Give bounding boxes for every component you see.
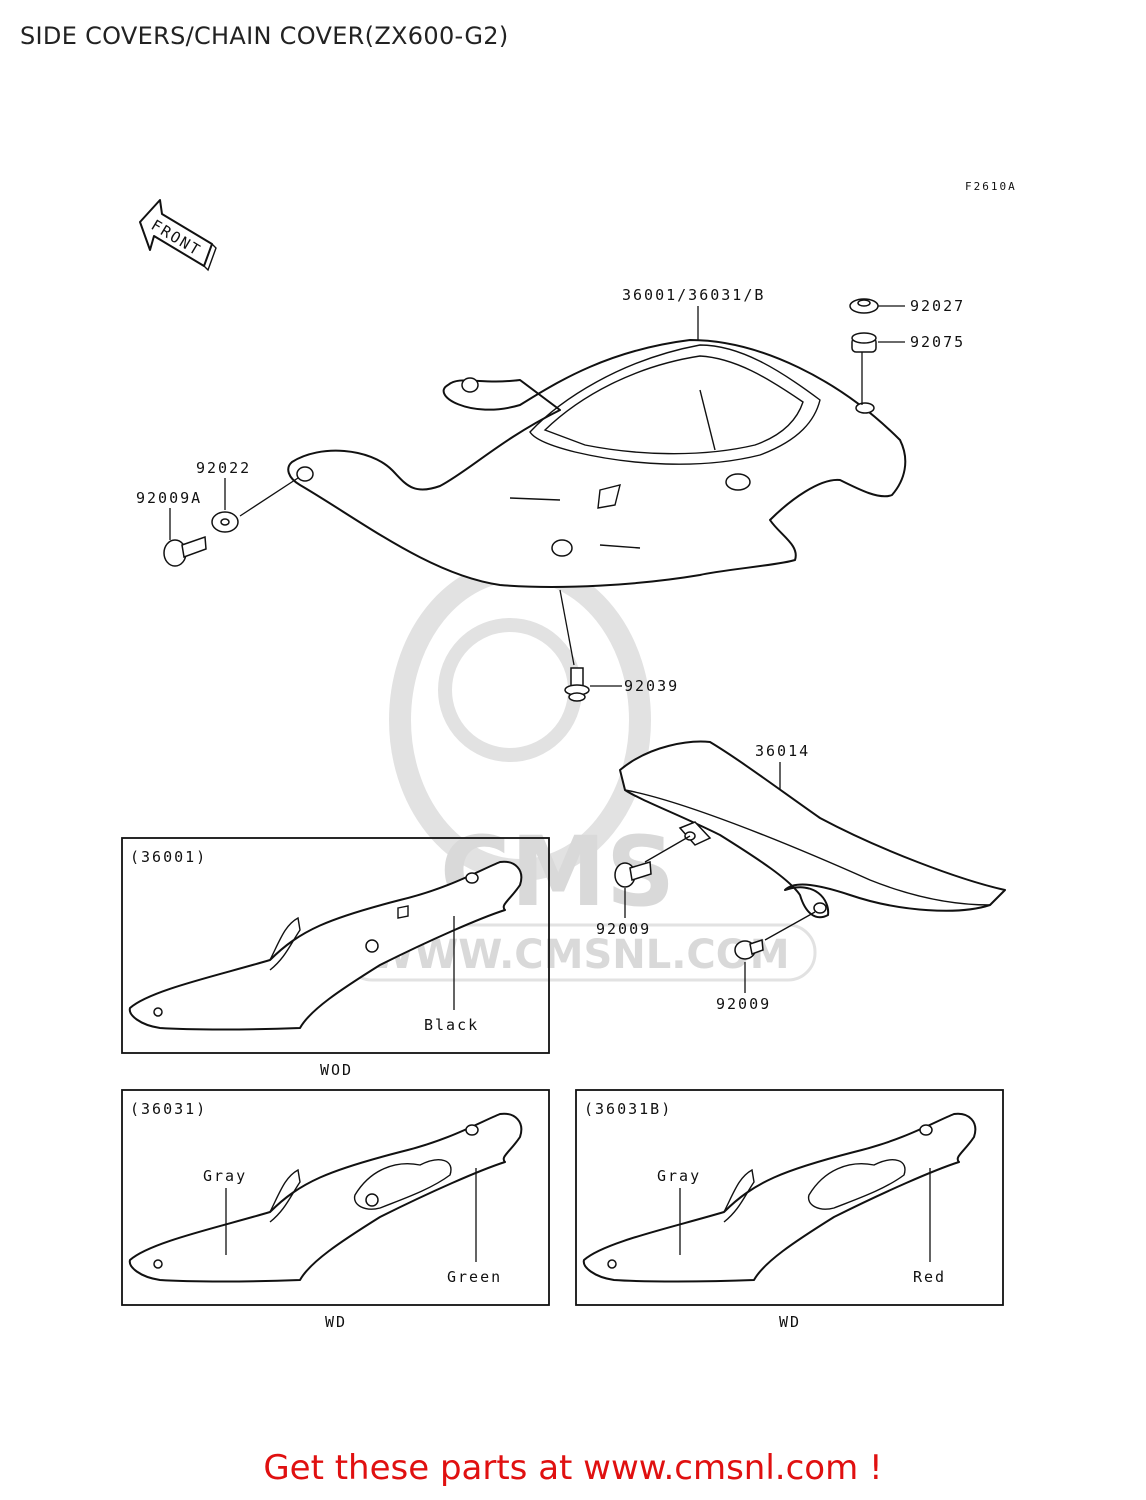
chain-cover-drawing [619,740,1006,919]
variant-color: Gray [657,1167,701,1185]
variant-code: WD [325,1313,347,1331]
front-arrow-icon: FRONT [139,199,217,272]
variant-id: (36031) [130,1100,207,1118]
leader-lines [169,305,905,993]
watermark-url: WWW.CMSNL.COM [370,932,790,978]
variant-box-36031b: (36031B) Gray Red WD [575,1089,1004,1331]
label-clip: 92039 [624,677,679,695]
variant-id: (36031B) [584,1100,672,1118]
label-bolt-a: 92009A [136,489,202,507]
variant-color: Gray [203,1167,247,1185]
label-bolt-1: 92009 [596,920,651,938]
variant-color: Red [913,1268,946,1286]
label-washer: 92022 [196,459,251,477]
hardware-drawing [163,298,879,960]
footer-link[interactable]: Get these parts at www.cmsnl.com ! [263,1448,883,1488]
variant-color: Black [424,1016,479,1034]
variant-box-36031: (36031) Gray Green WD [121,1089,550,1331]
label-chain-cover: 36014 [755,742,810,760]
seat-cover-drawing [287,339,907,588]
variant-id: (36001) [130,848,207,866]
label-grommet: 92075 [910,333,965,351]
label-cap: 92027 [910,297,965,315]
variant-code: WD [779,1313,801,1331]
page-title: SIDE COVERS/CHAIN COVER(ZX600-G2) [20,22,509,50]
variant-code: WOD [320,1061,353,1079]
label-bolt-2: 92009 [716,995,771,1013]
part-labels: 36001/36031/B 92027 92075 92022 92009A 9… [136,286,965,1013]
variant-color: Green [447,1268,502,1286]
label-seat-cover: 36001/36031/B [622,286,765,304]
figure-code: F2610A [965,180,1017,193]
variant-box-36001: (36001) Black WOD [121,837,550,1079]
